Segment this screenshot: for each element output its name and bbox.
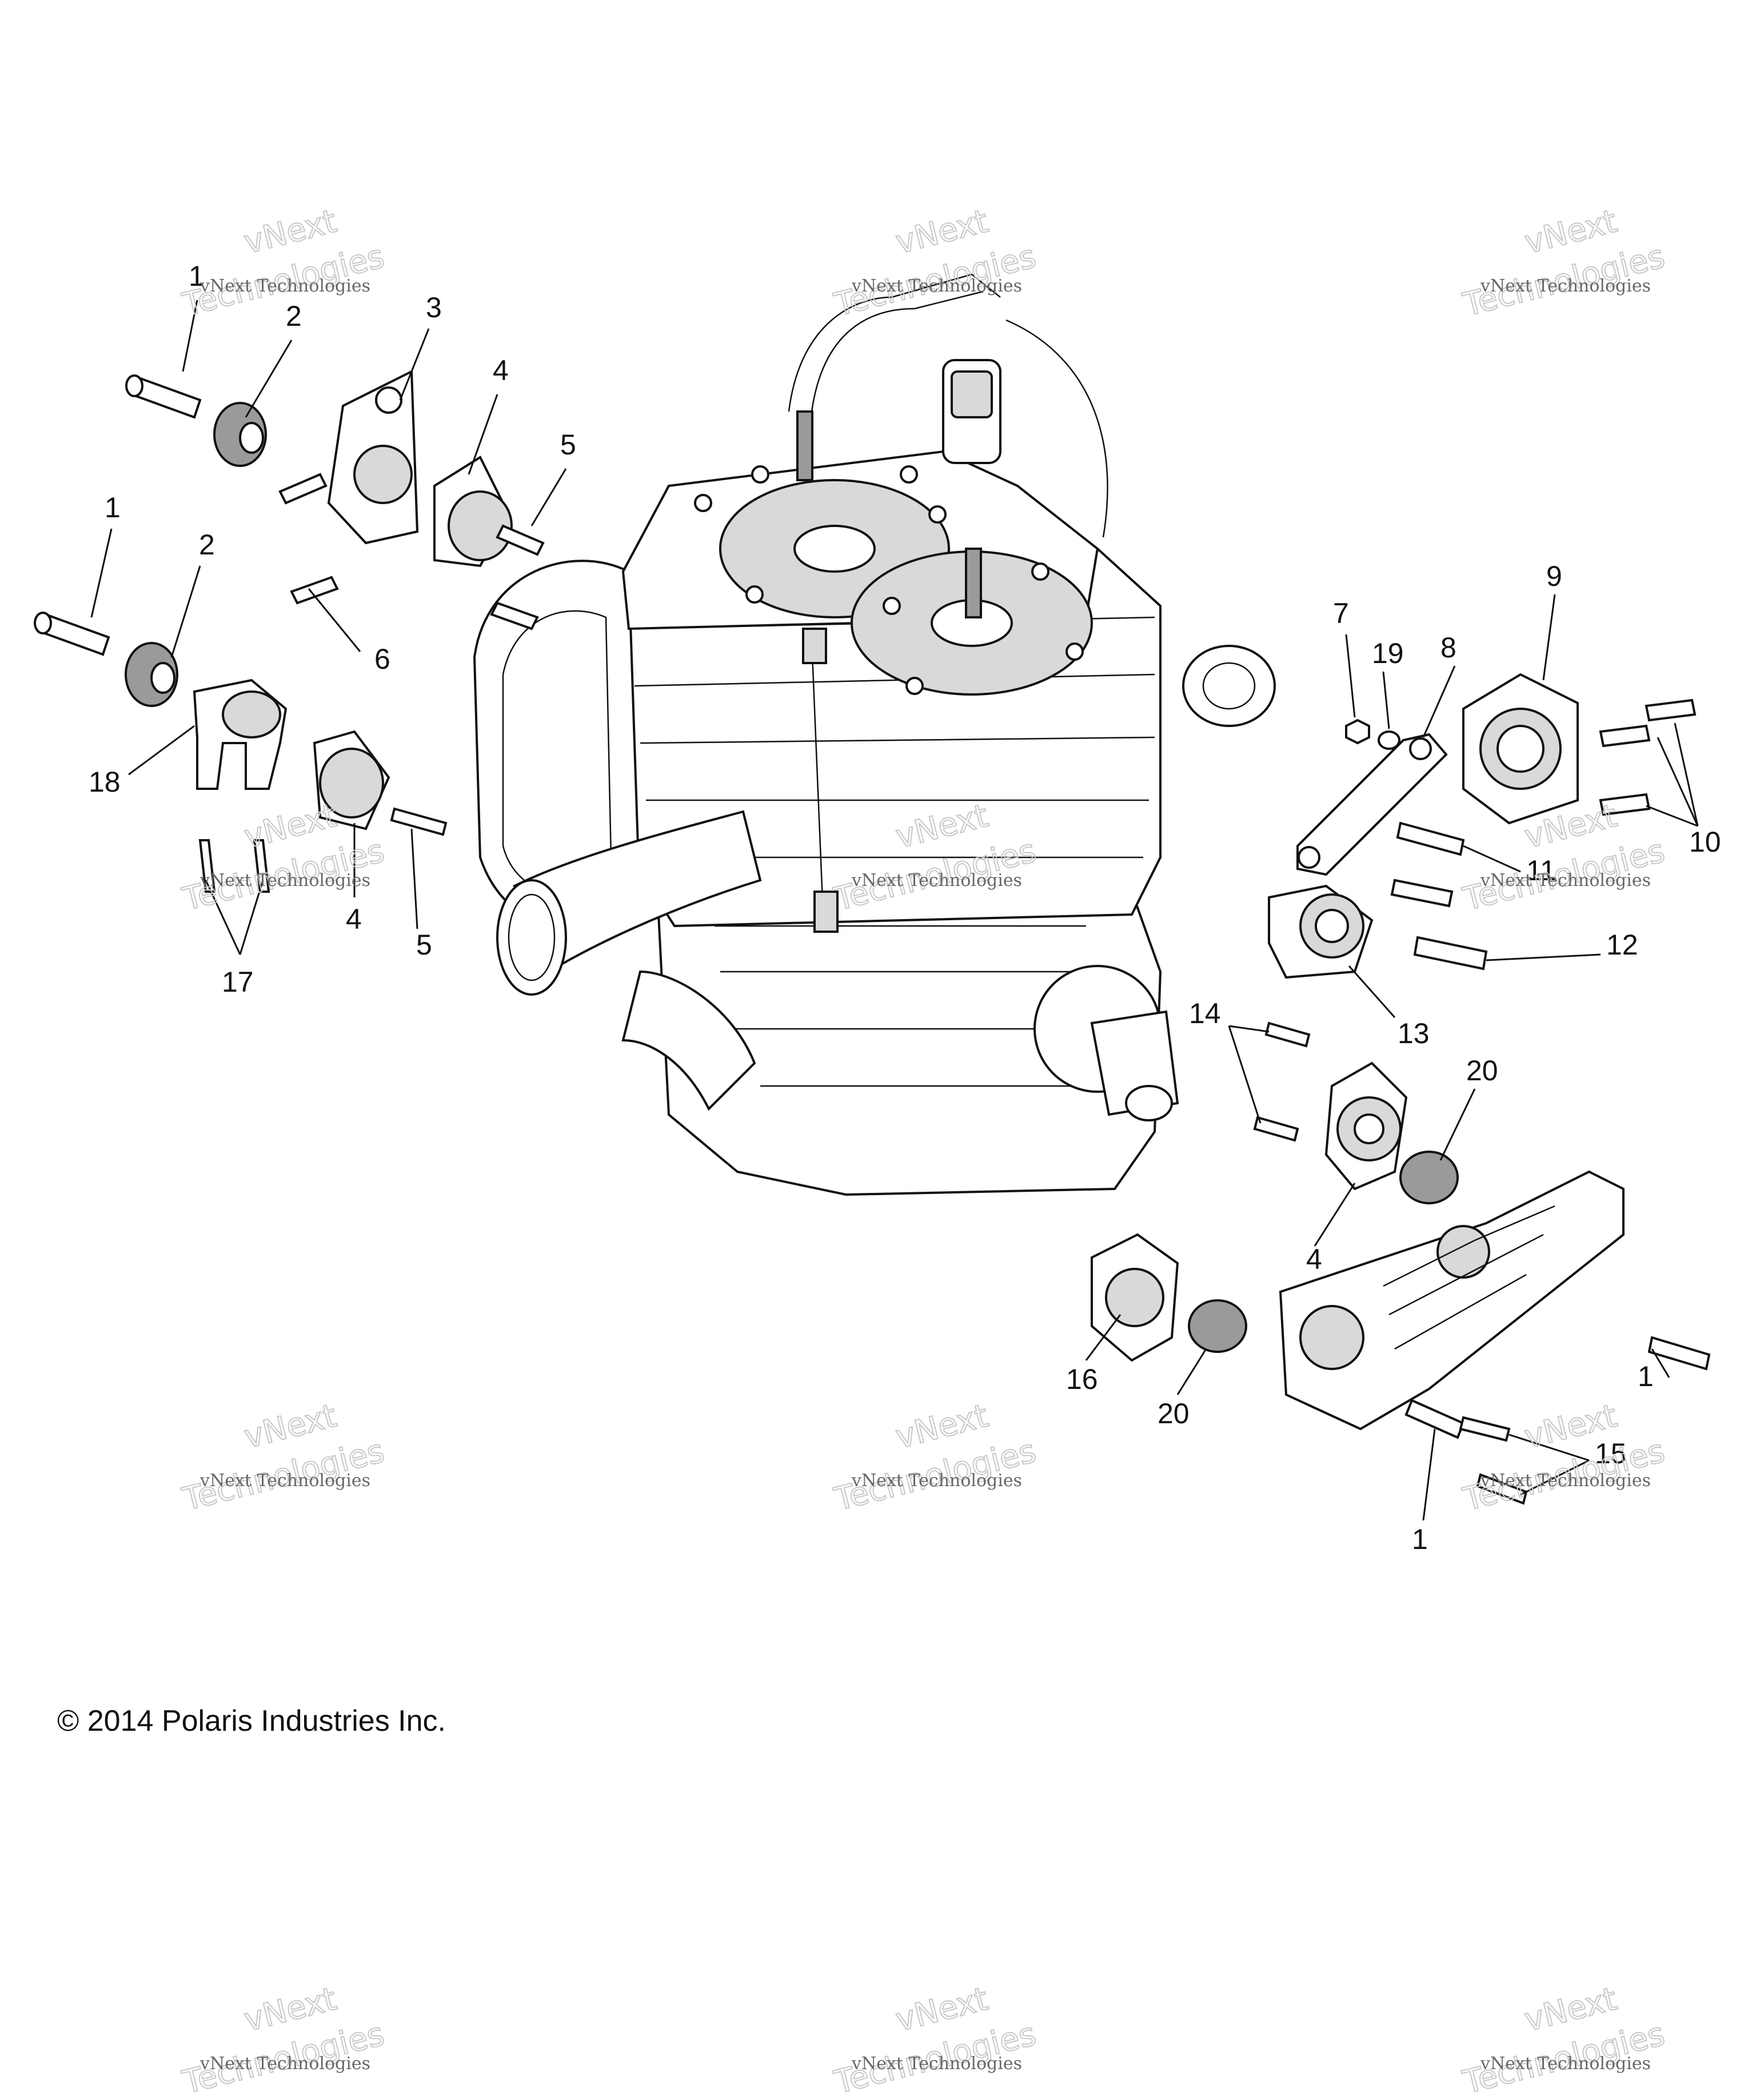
svg-text:vNext Technologies: vNext Technologies bbox=[1480, 276, 1651, 296]
svg-text:vNext Technologies: vNext Technologies bbox=[199, 2054, 370, 2074]
callout-4: 4 bbox=[493, 354, 509, 386]
callout-labels: 1 2 3 4 5 1 2 6 18 4 5 17 7 19 8 9 10 11… bbox=[89, 260, 1721, 1555]
watermark: vNext Technologies vNext Technologies bbox=[1459, 1980, 1669, 2100]
svg-text:vNext Technologies: vNext Technologies bbox=[1480, 871, 1651, 891]
callout-15: 15 bbox=[1595, 1438, 1627, 1470]
watermark: vNext Technologies vNext Technologies bbox=[830, 202, 1040, 325]
callout-20: 20 bbox=[1466, 1055, 1498, 1087]
svg-text:vNext Technologies: vNext Technologies bbox=[1480, 1471, 1651, 1491]
callout-9: 9 bbox=[1546, 560, 1562, 592]
callout-2b: 2 bbox=[199, 529, 215, 561]
callout-1: 1 bbox=[189, 260, 205, 292]
callout-1d: 1 bbox=[1412, 1523, 1428, 1555]
callout-6: 6 bbox=[374, 643, 390, 675]
watermark: vNext Technologies vNext Technologies bbox=[830, 1397, 1040, 1519]
callout-17: 17 bbox=[222, 966, 254, 998]
copyright-notice: © 2014 Polaris Industries Inc. bbox=[57, 1704, 446, 1738]
callout-13: 13 bbox=[1398, 1017, 1430, 1049]
callout-2: 2 bbox=[286, 300, 302, 332]
left-lower-mount-parts bbox=[34, 612, 448, 893]
svg-text:vNext Technologies: vNext Technologies bbox=[199, 276, 370, 296]
watermark: vNext Technologies vNext Technologies bbox=[830, 1980, 1040, 2100]
callout-18: 18 bbox=[89, 766, 121, 798]
callout-1b: 1 bbox=[105, 492, 121, 524]
callout-4c: 4 bbox=[1306, 1243, 1322, 1275]
watermark: vNext Technologies vNext Technologies bbox=[178, 1397, 389, 1519]
callout-14: 14 bbox=[1189, 997, 1221, 1029]
svg-text:vNext Technologies: vNext Technologies bbox=[1480, 2054, 1651, 2074]
callout-20b: 20 bbox=[1158, 1398, 1190, 1430]
svg-text:vNext Technologies: vNext Technologies bbox=[199, 1471, 370, 1491]
callout-5: 5 bbox=[560, 429, 576, 461]
callout-3: 3 bbox=[426, 292, 442, 324]
callout-8: 8 bbox=[1440, 632, 1456, 664]
svg-text:vNext Technologies: vNext Technologies bbox=[851, 276, 1022, 296]
svg-text:vNext Technologies: vNext Technologies bbox=[851, 871, 1022, 891]
callout-19: 19 bbox=[1372, 637, 1404, 669]
left-upper-mount-parts bbox=[125, 369, 545, 630]
watermark: vNext Technologies vNext Technologies bbox=[1459, 1397, 1669, 1519]
callout-5b: 5 bbox=[416, 929, 432, 961]
leader-lines bbox=[90, 300, 1699, 1521]
right-upper-mount-parts bbox=[1268, 673, 1697, 979]
callout-4b: 4 bbox=[346, 903, 362, 935]
watermark: vNext Technologies vNext Technologies bbox=[178, 1980, 389, 2100]
callout-12: 12 bbox=[1606, 929, 1638, 961]
callout-7: 7 bbox=[1333, 597, 1349, 629]
engine-assembly bbox=[473, 273, 1276, 1196]
callout-1c: 1 bbox=[1638, 1360, 1654, 1392]
svg-text:vNext Technologies: vNext Technologies bbox=[199, 871, 370, 891]
callout-16: 16 bbox=[1066, 1363, 1098, 1395]
svg-text:vNext Technologies: vNext Technologies bbox=[851, 1471, 1022, 1491]
callout-11: 11 bbox=[1526, 855, 1556, 887]
right-lower-mount-parts bbox=[1091, 1021, 1711, 1505]
svg-text:vNext Technologies: vNext Technologies bbox=[851, 2054, 1022, 2074]
callout-10: 10 bbox=[1689, 826, 1721, 858]
watermark: vNext Technologies vNext Technologies bbox=[1459, 202, 1669, 325]
